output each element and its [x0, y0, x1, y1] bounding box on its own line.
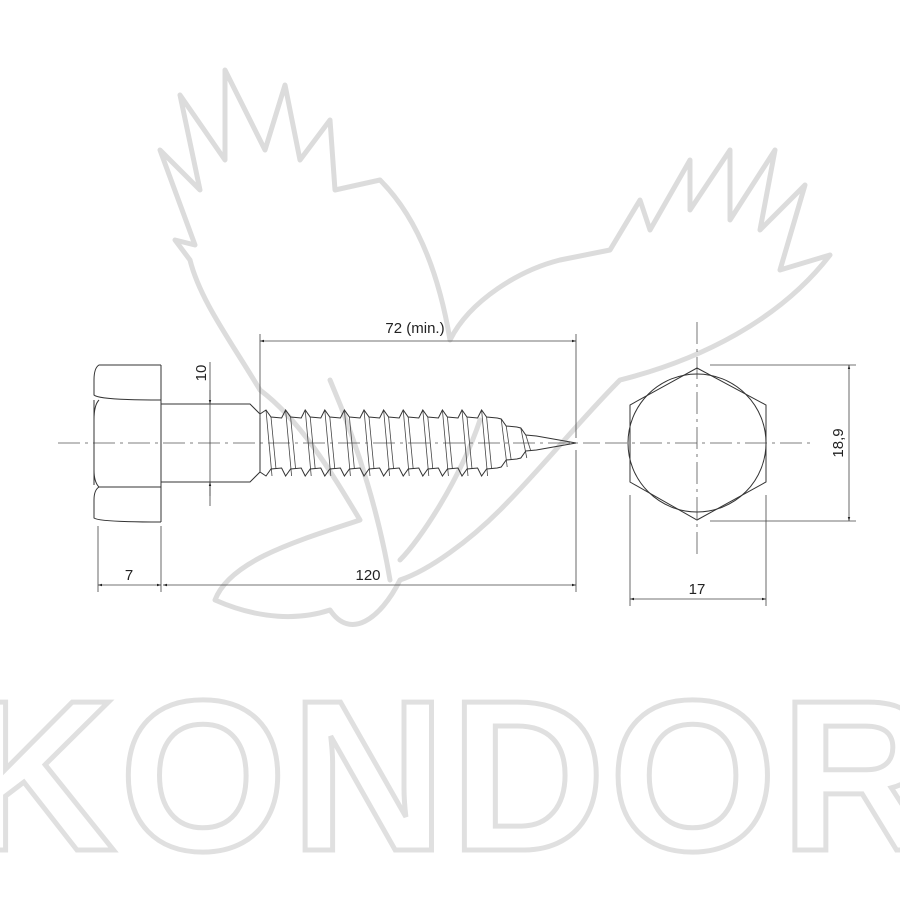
dim-length: 120	[163, 450, 577, 592]
thread-crest	[383, 409, 394, 477]
dim-length-label: 120	[355, 567, 380, 584]
bolt-shank	[161, 403, 261, 483]
dim-across-corners-label: 18,9	[830, 428, 847, 457]
thread-profile	[259, 442, 577, 477]
thread-crest	[285, 409, 296, 477]
thread-crest	[304, 409, 316, 477]
thread-crest	[500, 418, 512, 468]
thread-crest	[442, 409, 453, 477]
kondor-logo-text: KONDOR	[0, 655, 900, 896]
dim-shank-diameter: 10	[193, 362, 212, 506]
dim-head-height-label: 7	[125, 567, 133, 584]
thread-crest	[265, 409, 277, 477]
thread-crest	[344, 409, 355, 477]
dim-across-flats-label: 17	[689, 581, 706, 598]
thread-crest	[520, 427, 532, 459]
thread-crest	[481, 409, 492, 477]
thread-profile	[259, 409, 577, 444]
dim-head-height: 7	[97, 526, 162, 592]
dim-thread-length: 72 (min.)	[259, 320, 577, 438]
bolt-head-front	[627, 367, 767, 521]
thread-crest	[461, 409, 473, 477]
dim-shank-diameter-label: 10	[193, 365, 210, 382]
eagle-watermark	[157, 67, 833, 627]
dim-across-corners: 18,9	[710, 364, 856, 522]
dim-thread-length-label: 72 (min.)	[385, 320, 444, 337]
thread-crest	[402, 409, 414, 477]
thread-crest	[363, 409, 375, 477]
bolt-head-side	[93, 364, 162, 523]
bolt-thread	[259, 409, 577, 477]
dim-across-flats: 17	[629, 495, 767, 606]
thread-crest	[324, 409, 336, 477]
thread-crest	[422, 409, 434, 477]
